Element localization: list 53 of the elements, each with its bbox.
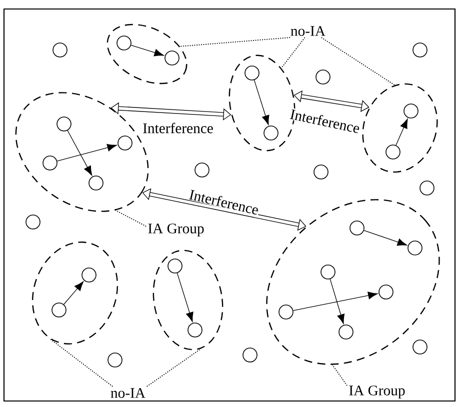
edge-label: Interference xyxy=(142,122,214,134)
arrow xyxy=(254,80,270,125)
node-circle xyxy=(338,324,354,340)
arrow xyxy=(130,44,164,56)
node-circle xyxy=(314,164,328,180)
node-circle xyxy=(82,268,96,282)
arrow xyxy=(292,292,378,311)
node-circle xyxy=(164,50,180,66)
node-circle xyxy=(88,176,104,190)
arrow xyxy=(396,118,408,146)
node-circle xyxy=(168,258,182,274)
node-circle xyxy=(412,340,428,354)
node-circle xyxy=(42,156,58,170)
callout-label: no-IA xyxy=(110,388,146,398)
arrow xyxy=(67,130,92,176)
node-circle xyxy=(188,322,202,338)
node-circle xyxy=(244,66,260,80)
node-circle xyxy=(194,162,210,178)
node-circle xyxy=(412,42,428,58)
leader-line xyxy=(332,364,348,386)
node-circle xyxy=(278,304,294,320)
leader-line xyxy=(320,37,396,86)
node-circle xyxy=(116,36,132,50)
node-circle xyxy=(52,42,68,58)
node-circle xyxy=(118,136,132,150)
callout-label: IA Group xyxy=(148,224,204,236)
node-circle xyxy=(316,70,330,84)
arrow xyxy=(56,144,117,162)
node-circle xyxy=(108,352,122,368)
leader-line xyxy=(115,210,147,227)
node-circle xyxy=(52,302,66,318)
node-circle xyxy=(386,144,400,160)
edge-label: Interference xyxy=(288,108,362,134)
node-circle xyxy=(350,220,364,236)
arrow xyxy=(176,272,194,322)
callout-label: IA Group xyxy=(349,386,405,398)
arrow xyxy=(63,281,84,305)
node-circle xyxy=(320,264,336,280)
node-circle xyxy=(26,214,40,230)
arrow xyxy=(330,278,345,324)
node-circle xyxy=(408,240,422,256)
node-circle xyxy=(378,284,394,300)
callout-label: no-IA xyxy=(290,26,326,36)
leader-line xyxy=(146,348,202,387)
node-circle xyxy=(242,348,258,362)
node-circle xyxy=(404,104,418,118)
leader-line xyxy=(280,37,306,69)
leader-line xyxy=(50,338,114,387)
leader-line xyxy=(179,37,291,47)
node-circle xyxy=(420,180,434,196)
node-circle xyxy=(264,126,278,140)
node-circle xyxy=(56,116,72,132)
arrow xyxy=(364,230,408,246)
